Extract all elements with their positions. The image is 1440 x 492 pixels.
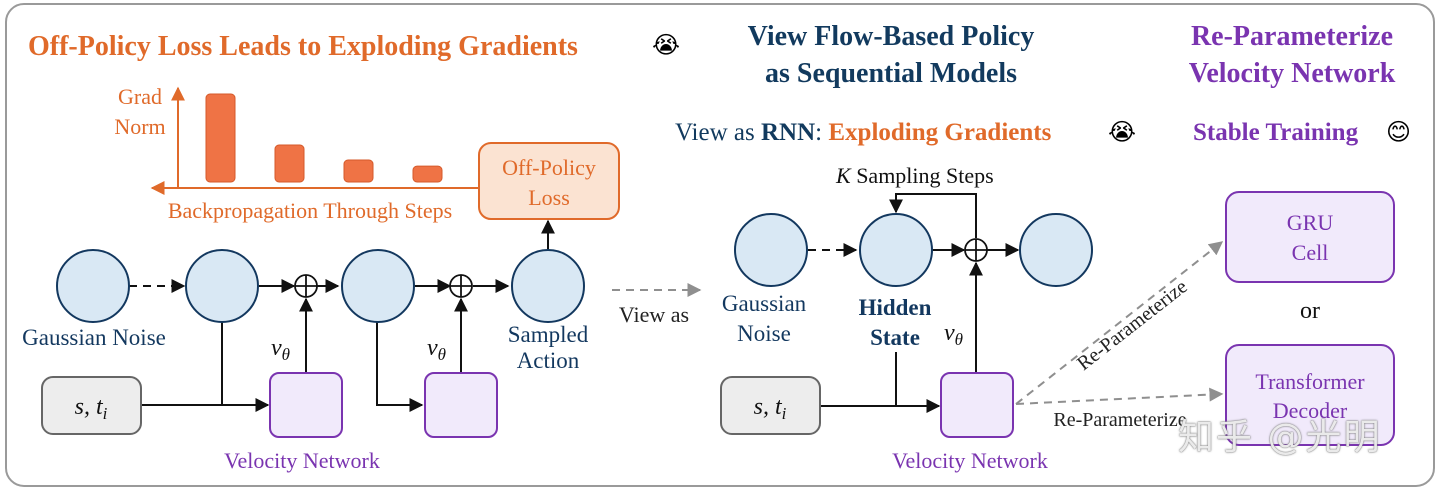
grad-norm-bar <box>205 93 236 183</box>
middle-noise-line1: Gaussian <box>722 291 807 316</box>
state2-to-velocity2 <box>376 320 424 412</box>
output-state-node <box>1019 213 1093 287</box>
k-sampling-steps-label: K Sampling Steps <box>835 163 994 188</box>
add-icon-1 <box>294 274 318 298</box>
sampled-action-node <box>511 249 585 323</box>
middle-state-time-input-label: s, ti <box>754 394 787 423</box>
grad-norm-bar <box>412 165 443 183</box>
off-policy-loss-line1: Off-Policy <box>502 155 596 180</box>
gru-cell-box <box>1225 191 1395 283</box>
transformer-decoder-box <box>1225 344 1395 446</box>
reparam-lower-label: Re-Parameterize <box>1053 409 1186 431</box>
right-panel: Re-Parameterize Velocity Network Stable … <box>1015 21 1411 446</box>
state-node-1 <box>185 249 259 323</box>
off-policy-loss-box <box>478 142 620 220</box>
or-label: or <box>1300 298 1320 324</box>
right-title-line2: Velocity Network <box>1189 58 1396 89</box>
left-panel: Off-Policy Loss Leads to Exploding Gradi… <box>22 31 680 473</box>
velocity-network-label: Velocity Network <box>224 448 380 473</box>
middle-panel: View Flow-Based Policy as Sequential Mod… <box>675 21 1136 473</box>
middle-gaussian-noise-node <box>734 213 808 287</box>
smile-emoji: 😊 <box>1386 118 1411 146</box>
left-title: Off-Policy Loss Leads to Exploding Gradi… <box>28 31 578 62</box>
middle-title-line2: as Sequential Models <box>765 58 1017 89</box>
velocity-network-box-1 <box>269 372 343 438</box>
middle-velocity-network-box <box>940 372 1014 438</box>
sampled-action-line1: Sampled <box>508 322 589 347</box>
reparam-to-gru-arrow <box>1015 241 1224 405</box>
y-axis-label-norm: Norm <box>114 114 165 139</box>
crying-emoji: 😭 <box>652 31 680 59</box>
view-as-label: View as <box>619 302 689 327</box>
grad-norm-bar <box>274 144 305 183</box>
add-icon-2 <box>449 274 473 298</box>
gaussian-noise-label: Gaussian Noise <box>22 325 166 350</box>
velocity-network-box-2 <box>424 372 498 438</box>
y-axis-label-grad: Grad <box>118 84 162 109</box>
hidden-state-line1: Hidden <box>859 295 932 320</box>
zhihu-watermark: 知乎 @光明 <box>1178 417 1382 458</box>
state-time-input-box <box>41 376 142 435</box>
x-axis-label: Backpropagation Through Steps <box>168 198 452 223</box>
grad-norm-bars <box>205 93 443 183</box>
middle-add-icon <box>964 238 988 262</box>
v-theta-label-1: vθ <box>271 335 290 364</box>
middle-state-time-input-box <box>720 376 821 435</box>
state-time-input-label: s, ti <box>75 394 108 423</box>
right-title-line1: Re-Parameterize <box>1191 21 1393 52</box>
transformer-line1: Transformer <box>1255 369 1365 394</box>
gru-cell-line2: Cell <box>1292 240 1329 265</box>
outer-frame <box>5 3 1435 487</box>
middle-velocity-network-label: Velocity Network <box>892 448 1048 473</box>
recurrent-loop-arrow <box>889 193 977 238</box>
rnn-crying-emoji: 😭 <box>1108 118 1136 146</box>
middle-title-line1: View Flow-Based Policy <box>748 21 1035 52</box>
grad-norm-bar <box>343 159 374 183</box>
gaussian-noise-node <box>56 249 130 323</box>
rnn-view-label: View as RNN: Exploding Gradients <box>675 119 1052 146</box>
hidden-state-line2: State <box>870 325 920 350</box>
state-node-2 <box>341 249 415 323</box>
sampled-action-line2: Action <box>517 348 580 373</box>
middle-v-theta-label: vθ <box>944 320 963 349</box>
gru-cell-line1: GRU <box>1287 210 1334 235</box>
reparam-to-transformer-arrow <box>1015 387 1224 405</box>
middle-noise-line2: Noise <box>737 321 791 346</box>
v-theta-label-2: vθ <box>427 335 446 364</box>
hidden-state-node <box>859 213 933 287</box>
transformer-line2: Decoder <box>1273 398 1348 423</box>
off-policy-loss-line2: Loss <box>528 185 570 210</box>
stable-training-label: Stable Training <box>1193 119 1359 146</box>
